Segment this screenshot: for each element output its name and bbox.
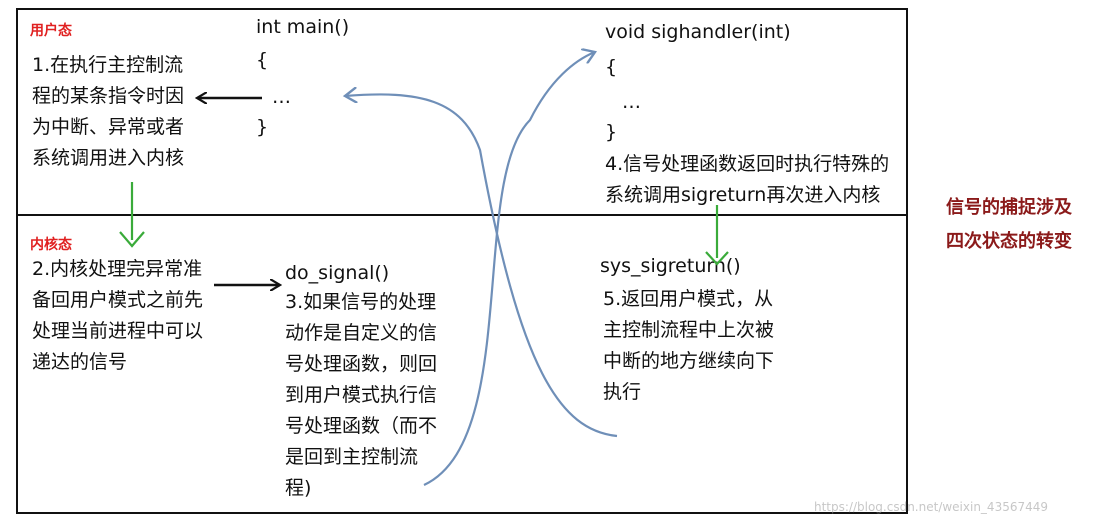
- side-note: 信号的捕捉涉及 四次状态的转变: [946, 197, 1072, 252]
- handler-open-brace: {: [605, 56, 618, 78]
- main-signature: int main(): [256, 16, 350, 38]
- main-open-brace: {: [256, 49, 269, 71]
- handler-body-ellipsis: …: [622, 91, 641, 113]
- diagram-frame: [16, 8, 908, 514]
- handler-signature: void sighandler(int): [605, 21, 791, 43]
- arrow-green-sigreturn-head: [705, 251, 729, 266]
- main-body-ellipsis: …: [272, 86, 291, 108]
- arrow-green-user-to-kernel-head: [119, 231, 145, 248]
- user-mode-label: 用户态: [30, 23, 72, 39]
- watermark: https://blog.csdn.net/weixin_43567449: [814, 500, 1049, 514]
- step4-text: 4.信号处理函数返回时执行特殊的 系统调用sigreturn再次进入内核: [605, 153, 890, 206]
- sys-sigreturn-label: sys_sigreturn(): [600, 255, 741, 277]
- user-kernel-divider: [16, 214, 908, 216]
- step2-text: 2.内核处理完异常准 备回用户模式之前先 处理当前进程中可以 递达的信号: [32, 258, 204, 373]
- handler-close-brace: }: [605, 121, 618, 143]
- arrow-blue-kernel-to-handler: [423, 52, 595, 486]
- do-signal-label: do_signal(): [285, 262, 390, 284]
- kernel-mode-label: 内核态: [30, 237, 72, 253]
- main-close-brace: }: [256, 116, 269, 138]
- arrow-blue-sigreturn-to-main: [345, 94, 618, 438]
- step5-text: 5.返回用户模式，从 主控制流程中上次被 中断的地方继续向下 执行: [603, 288, 775, 403]
- step1-text: 1.在执行主控制流 程的某条指令时因 为中断、异常或者 系统调用进入内核: [32, 54, 185, 169]
- step3-text: 3.如果信号的处理 动作是自定义的信 号处理函数，则回 到用户模式执行信 号处理…: [285, 291, 438, 499]
